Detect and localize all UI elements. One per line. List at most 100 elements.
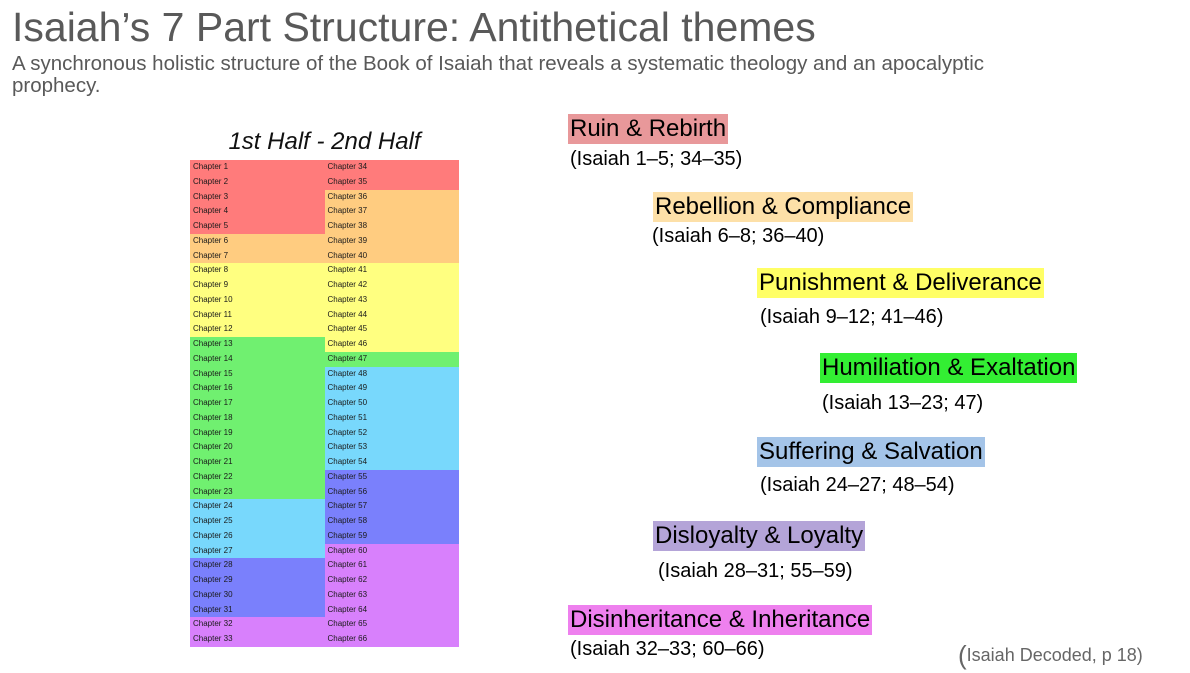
- chapter-cell-left: Chapter 28: [190, 558, 325, 573]
- chapter-cell-right: Chapter 44: [324, 307, 459, 323]
- chapter-cell-left: Chapter 18: [190, 410, 325, 426]
- chapter-cell-left: Chapter 15: [190, 366, 325, 382]
- chapter-cell-right: Chapter 37: [324, 204, 459, 219]
- chapter-cell-left: Chapter 16: [190, 381, 325, 396]
- slide-title: Isaiah’s 7 Part Structure: Antithetical …: [12, 4, 816, 50]
- chapter-cell-right: Chapter 47: [324, 351, 459, 367]
- chapter-cell-right: Chapter 53: [324, 440, 459, 455]
- chapter-cell-left: Chapter 6: [190, 233, 325, 249]
- chapter-cell-right: Chapter 50: [324, 396, 459, 411]
- chapter-cell-right: Chapter 43: [324, 292, 459, 308]
- chapter-cell-left: Chapter 4: [190, 204, 325, 219]
- chapter-cell-right: Chapter 34: [324, 160, 459, 175]
- slide-subtitle: A synchronous holistic structure of the …: [12, 52, 985, 97]
- chapter-cell-right: Chapter 54: [324, 455, 459, 470]
- chapter-cell-left: Chapter 7: [190, 248, 325, 264]
- chapter-cell-left: Chapter 31: [190, 602, 325, 618]
- chapter-cell-right: Chapter 46: [324, 337, 459, 352]
- chapter-cell-left: Chapter 27: [190, 543, 325, 559]
- theme-label-ruin-rebirth: Ruin & Rebirth: [568, 114, 729, 144]
- chapter-cell-right: Chapter 36: [324, 189, 459, 205]
- citation-open-paren: (: [958, 640, 967, 670]
- theme-label-disloyalty-loyalty: Disloyalty & Loyalty: [653, 521, 866, 551]
- chapter-cell-left: Chapter 33: [190, 632, 325, 647]
- chapter-cell-right: Chapter 42: [324, 278, 459, 293]
- chapter-cell-right: Chapter 48: [324, 366, 459, 382]
- chapter-cell-right: Chapter 40: [324, 248, 459, 264]
- chapter-cell-right: Chapter 66: [324, 632, 459, 647]
- chapter-cell-right: Chapter 59: [324, 528, 459, 544]
- chapter-cell-left: Chapter 21: [190, 455, 325, 470]
- chapter-cell-left: Chapter 14: [190, 351, 325, 367]
- theme-ref-disinheritance-inheritance: (Isaiah 32–33; 60–66): [570, 638, 765, 660]
- chapter-cell-left: Chapter 24: [190, 499, 325, 514]
- theme-ref-suffering-salvation: (Isaiah 24–27; 48–54): [760, 474, 955, 496]
- chapter-cell-right: Chapter 45: [324, 322, 459, 337]
- chapter-cell-left: Chapter 5: [190, 219, 325, 234]
- chapter-cell-left: Chapter 8: [190, 263, 325, 278]
- chapter-cell-left: Chapter 19: [190, 425, 325, 441]
- theme-label-humiliation-exaltation: Humiliation & Exaltation: [820, 353, 1078, 383]
- theme-label-disinheritance-inheritance: Disinheritance & Inheritance: [568, 605, 873, 635]
- chapter-cell-left: Chapter 25: [190, 514, 325, 529]
- chapter-cell-right: Chapter 65: [324, 617, 459, 632]
- theme-label-rebellion-compliance: Rebellion & Compliance: [653, 192, 914, 222]
- chapter-cell-right: Chapter 49: [324, 381, 459, 396]
- chapter-cell-right: Chapter 60: [324, 543, 459, 559]
- chapter-cell-right: Chapter 39: [324, 233, 459, 249]
- chapter-cell-right: Chapter 58: [324, 514, 459, 529]
- theme-ref-punishment-deliverance: (Isaiah 9–12; 41–46): [760, 306, 944, 328]
- theme-ref-humiliation-exaltation: (Isaiah 13–23; 47): [822, 392, 984, 414]
- table-heading: 1st Half - 2nd Half: [228, 128, 421, 155]
- chapter-cell-left: Chapter 9: [190, 278, 325, 293]
- chapter-cell-left: Chapter 2: [190, 174, 325, 190]
- chapter-cell-left: Chapter 32: [190, 617, 325, 632]
- chapter-cell-left: Chapter 1: [190, 160, 325, 175]
- chapter-cell-right: Chapter 41: [324, 263, 459, 278]
- chapter-cell-right: Chapter 61: [324, 558, 459, 573]
- chapter-cell-right: Chapter 56: [324, 484, 459, 500]
- chapter-cell-left: Chapter 10: [190, 292, 325, 308]
- chapter-cell-left: Chapter 12: [190, 322, 325, 337]
- chapter-cell-right: Chapter 64: [324, 602, 459, 618]
- chapter-cell-left: Chapter 23: [190, 484, 325, 500]
- chapter-cell-left: Chapter 29: [190, 573, 325, 588]
- chapter-cell-right: Chapter 63: [324, 587, 459, 603]
- chapter-cell-left: Chapter 20: [190, 440, 325, 455]
- chapter-cell-right: Chapter 51: [324, 410, 459, 426]
- theme-label-punishment-deliverance: Punishment & Deliverance: [757, 268, 1044, 298]
- chapter-cell-left: Chapter 13: [190, 337, 325, 352]
- chapter-cell-right: Chapter 57: [324, 499, 459, 514]
- chapter-cell-right: Chapter 35: [324, 174, 459, 190]
